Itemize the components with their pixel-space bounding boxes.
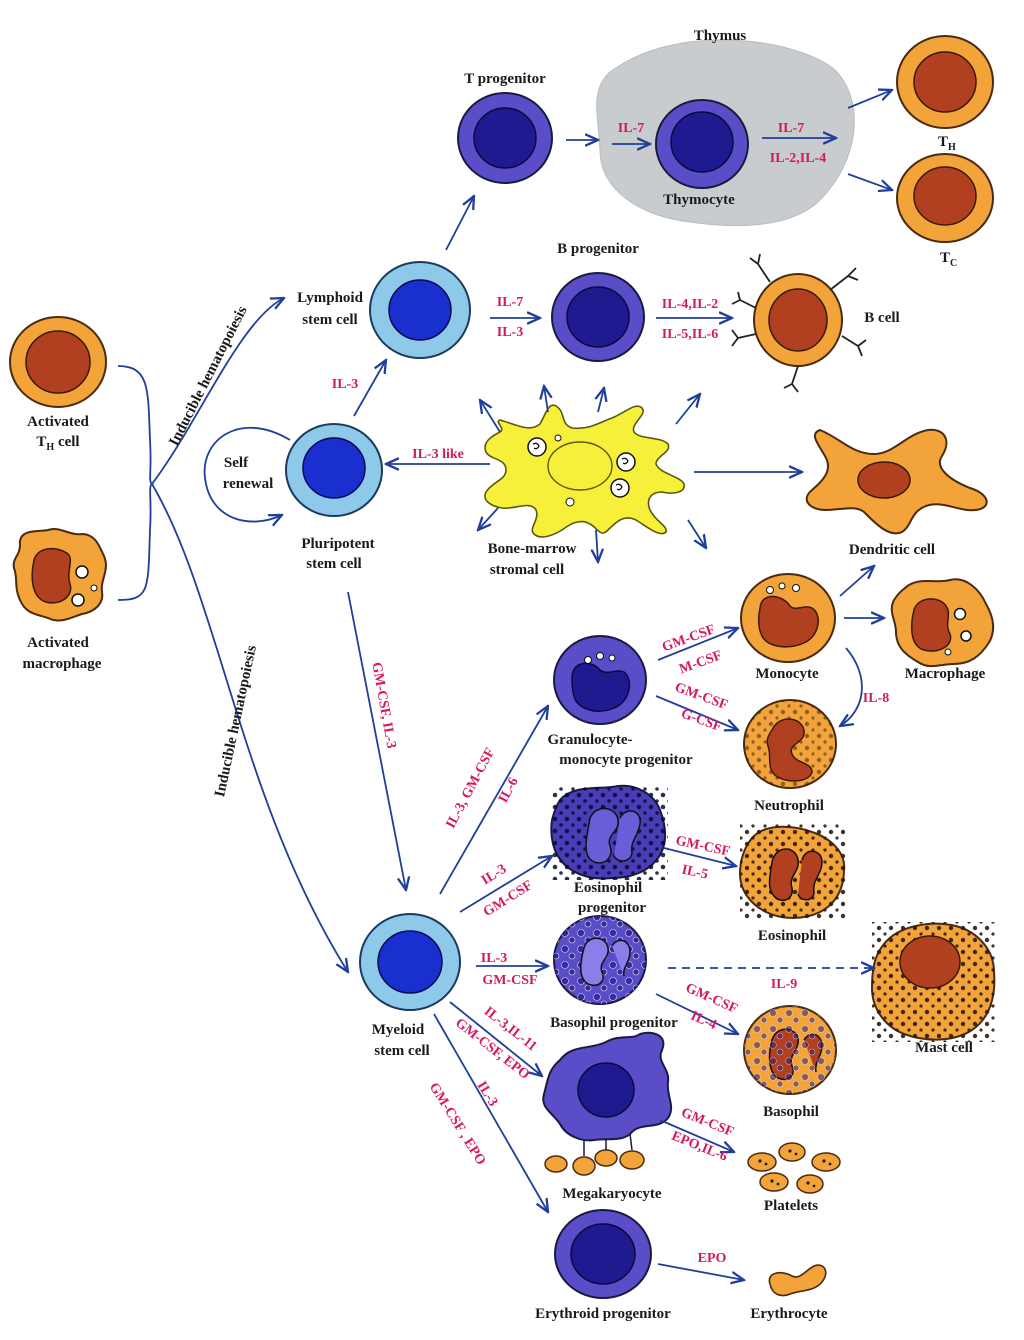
lymphoid-stem-cell <box>369 261 471 359</box>
stromal-label-2: stromal cell <box>490 562 564 578</box>
monocyte-cell <box>740 573 836 663</box>
cytokine-il3-baso: IL-3 <box>481 951 507 966</box>
cytokine-il3-like: IL-3 like <box>412 447 464 462</box>
t-progenitor-label: T progenitor <box>464 71 546 87</box>
mast-cell <box>870 922 996 1042</box>
tc-cell <box>896 153 994 243</box>
activated-macrophage-cell <box>12 528 107 622</box>
neutrophil-label: Neutrophil <box>754 798 824 814</box>
cytokine-gmcsf-il3: GM-CSF, IL-3 <box>368 661 398 750</box>
eosinophil-progenitor-cell <box>550 784 668 880</box>
neutrophil-cell <box>743 699 837 789</box>
basophil-progenitor-label: Basophil progenitor <box>550 1015 678 1031</box>
cytokine-mcsf: M-CSF <box>677 648 724 677</box>
self-renewal-label-2: renewal <box>223 476 274 492</box>
cytokine-il9: IL-9 <box>771 977 797 992</box>
cytokine-il3-b: IL-3 <box>497 325 523 340</box>
myeloid-label-2: stem cell <box>374 1043 429 1059</box>
activated-th-label-2: TH cell <box>36 434 79 453</box>
th-label: TH <box>938 134 956 153</box>
cytokine-il7-thymus-in: IL-7 <box>618 121 644 136</box>
macrophage-label: Macrophage <box>905 666 986 682</box>
cytokine-il7-thymus-out: IL-7 <box>778 121 804 136</box>
self-renewal-label-1: Self <box>224 455 249 471</box>
tc-label: TC <box>940 250 957 269</box>
activated-th-cell <box>9 316 107 408</box>
activated-macrophage-label-2: macrophage <box>23 656 102 672</box>
eosinophil-label: Eosinophil <box>758 928 826 944</box>
platelets-label: Platelets <box>764 1198 818 1214</box>
platelets <box>747 1142 841 1194</box>
cytokine-il5: IL-5 <box>680 862 709 882</box>
mast-cell-label: Mast cell <box>915 1040 973 1056</box>
inducible-hematopoiesis-lower: Inducible hematopoiesis <box>212 644 260 799</box>
gm-progenitor-label-2: monocyte progenitor <box>559 752 693 768</box>
cytokine-il2-il4: IL-2,IL-4 <box>770 151 826 166</box>
thymocyte-cell <box>655 99 749 189</box>
thymus-label: Thymus <box>694 28 747 44</box>
cytokine-il4-baso: IL-4 <box>688 1009 718 1033</box>
basophil-cell <box>743 1005 837 1095</box>
pluripotent-label-1: Pluripotent <box>301 536 374 552</box>
b-progenitor-cell <box>551 272 645 362</box>
th-cell <box>896 35 994 129</box>
cytokine-gmcsf-mono: GM-CSF <box>660 622 717 655</box>
cytokine-il3-ery: IL-3 <box>474 1079 501 1109</box>
cytokine-gmcsf-neut: GM-CSF <box>673 680 730 713</box>
dendritic-label: Dendritic cell <box>849 542 935 558</box>
erythroid-progenitor-label: Erythroid progenitor <box>535 1306 671 1322</box>
cytokine-gmcsf-baso: GM-CSF <box>482 973 537 988</box>
t-progenitor-cell <box>457 92 553 184</box>
thymocyte-label: Thymocyte <box>663 192 735 208</box>
eosinophil-progenitor-label-2: progenitor <box>578 900 646 916</box>
megakaryocyte-label: Megakaryocyte <box>562 1186 661 1202</box>
pluripotent-label-2: stem cell <box>306 556 361 572</box>
dendritic-cell <box>805 428 988 535</box>
pluripotent-stem-cell <box>285 423 383 517</box>
self-renewal-loop <box>203 426 291 522</box>
inducible-hematopoiesis-upper: Inducible hematopoiesis <box>166 304 251 449</box>
monocyte-label: Monocyte <box>755 666 819 682</box>
b-cell-label: B cell <box>864 310 899 326</box>
erythrocyte-label: Erythrocyte <box>750 1306 828 1322</box>
cytokine-il5-il6: IL-5,IL-6 <box>662 327 718 342</box>
cytokine-il7-b: IL-7 <box>497 295 523 310</box>
basophil-label: Basophil <box>763 1104 819 1120</box>
cytokine-il8: IL-8 <box>863 691 889 706</box>
cytokine-il3-gmcsf-gm: IL-3, GM-CSF <box>443 746 498 831</box>
basophil-progenitor-cell <box>553 915 647 1005</box>
myeloid-stem-cell <box>359 913 461 1011</box>
cytokine-gcsf: G-CSF <box>679 706 724 734</box>
cytokine-gmcsf-epo: GM-CSF, EPO <box>452 1016 532 1083</box>
megakaryocyte-cell <box>542 1031 673 1176</box>
cytokine-il3-lymphoid: IL-3 <box>332 377 358 392</box>
arrows <box>117 90 892 1280</box>
cytokine-il4-il2: IL-4,IL-2 <box>662 297 718 312</box>
lymphoid-label-1: Lymphoid <box>297 290 364 306</box>
macrophage-cell <box>890 578 994 668</box>
cytokine-il6-gm: IL-6 <box>496 775 522 805</box>
cytokine-gmcsf-eos2: GM-CSF <box>674 834 731 860</box>
cytokine-epo: EPO <box>698 1251 727 1266</box>
stromal-cell <box>484 404 685 538</box>
b-progenitor-label: B progenitor <box>557 241 639 257</box>
eosinophil-progenitor-label-1: Eosinophil <box>574 880 642 896</box>
eosinophil-cell <box>738 824 846 920</box>
b-cell <box>731 253 867 393</box>
gm-progenitor-label-1: Granulocyte- <box>548 732 633 748</box>
lymphoid-label-2: stem cell <box>302 312 357 328</box>
stromal-label-1: Bone-marrow <box>488 541 577 557</box>
activated-macrophage-label-1: Activated <box>27 635 89 651</box>
myeloid-label-1: Myeloid <box>372 1022 425 1038</box>
gm-progenitor-cell <box>553 635 647 725</box>
erythrocyte-cell <box>768 1264 827 1297</box>
erythroid-progenitor-cell <box>554 1209 652 1299</box>
activated-th-label-1: Activated <box>27 414 89 430</box>
